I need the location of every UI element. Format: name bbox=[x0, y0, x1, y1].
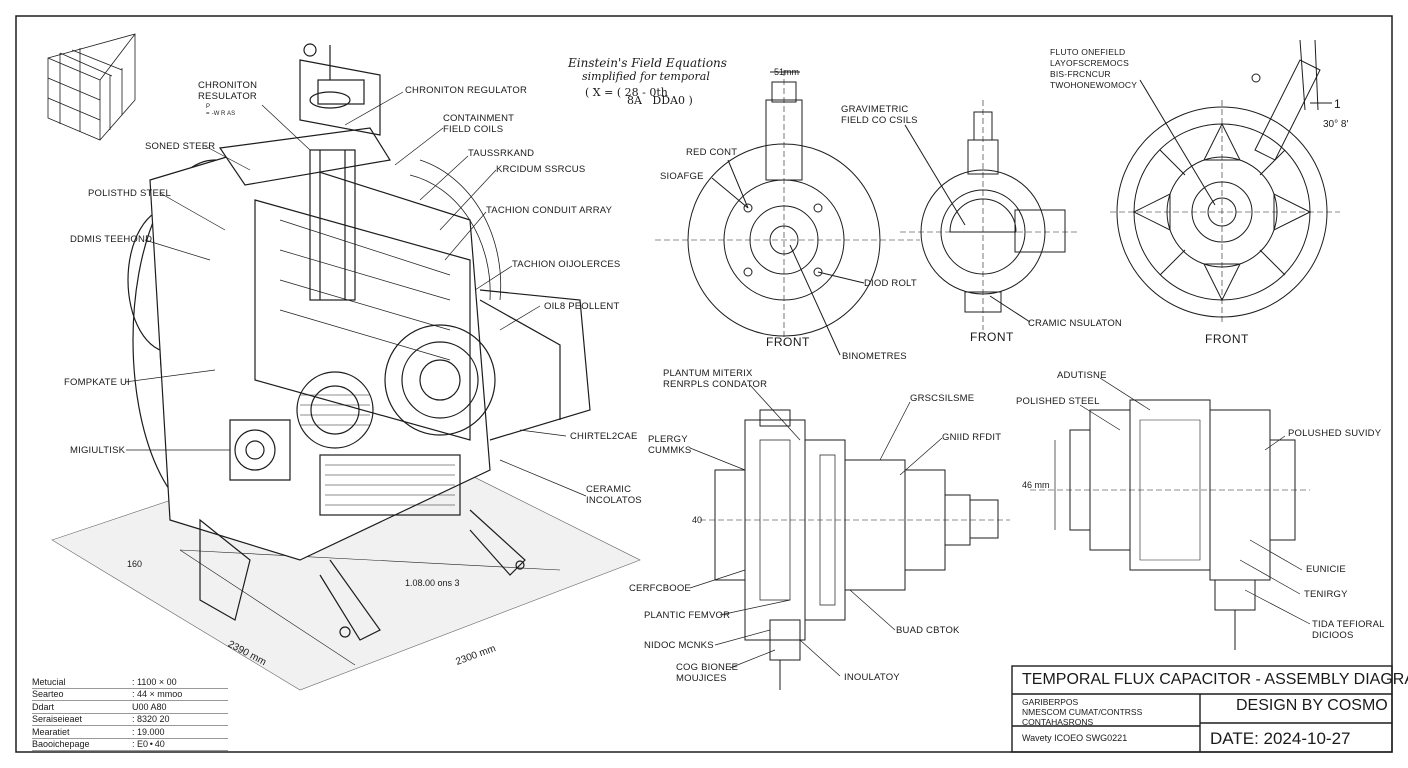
label-polished-suvidy: POLUSHED SUVIDY bbox=[1288, 428, 1382, 439]
label-siorage: SIOAFGE bbox=[660, 171, 704, 182]
spec-key: Mearatiet bbox=[32, 726, 70, 737]
label-polished-steel: POLISTHD STEEL bbox=[88, 188, 172, 199]
label-chroniton-regulator: CHRONITON REGULATOR bbox=[405, 85, 528, 96]
label-red-cont: RED CONT bbox=[686, 147, 738, 158]
spec-row: Seraiseieaet : 8320 20 bbox=[32, 714, 228, 726]
spec-row: Ddart U00 A80 bbox=[32, 701, 228, 714]
label-chroniton-resulator: CHRONITON RESULATOR bbox=[198, 80, 258, 102]
label-diod-bolt: DIOD ROLT bbox=[864, 278, 917, 289]
label-eunicie: EUNICIE bbox=[1306, 564, 1346, 575]
label-tenirgy: TENIRGY bbox=[1304, 589, 1348, 600]
spec-value: : 1100 × 00 bbox=[132, 676, 177, 687]
spec-value: U00 A80 bbox=[132, 701, 167, 712]
title-block-date: DATE: 2024-10-27 bbox=[1210, 729, 1351, 748]
label-gnid-radit: GNIID RFDIT bbox=[942, 432, 1002, 443]
label-ceramic-insulation: CRAMIC NSULATON bbox=[1028, 318, 1122, 329]
label-rear-polished-steel: POLISHED STEEL bbox=[1016, 396, 1100, 407]
spec-key: Seraiseieaet bbox=[32, 714, 83, 725]
label-tachion-conduit-array: TACHION CONDUIT ARRAY bbox=[486, 205, 613, 216]
label-chroniton-formula: P = -W R As bbox=[206, 104, 236, 117]
dim-40: 40 bbox=[692, 515, 703, 525]
spec-row: Mearatiet : 19.000 bbox=[32, 726, 228, 739]
label-tidal-teporal: TIDA TEFIORAL DICIOOS bbox=[1312, 619, 1385, 641]
label-dimensional-bond: DDMIS TEEHOND bbox=[70, 234, 153, 245]
label-taussrkand: TAUSSRKAND bbox=[468, 148, 535, 159]
spec-value: : E0 • 40 bbox=[132, 739, 165, 750]
label-front-view-1: FRONT bbox=[766, 335, 810, 349]
main-leaders bbox=[124, 91, 587, 497]
spec-key: Metucial bbox=[32, 676, 66, 687]
dim-51mm: 51mm bbox=[774, 67, 800, 77]
main-cutaway bbox=[127, 43, 591, 641]
label-adutisne: ADUTISNE bbox=[1057, 370, 1107, 381]
label-front-view-3: FRONT bbox=[1205, 332, 1249, 346]
iso-sketch bbox=[47, 33, 136, 141]
title-block-title: TEMPORAL FLUX CAPACITOR - ASSEMBLY DIAGR… bbox=[1022, 671, 1408, 688]
label-krcidum-ssrcus: KRCIDUM SSRCUS bbox=[496, 164, 586, 175]
front-view-2 bbox=[900, 100, 1080, 330]
spec-value: : 8320 20 bbox=[132, 714, 170, 725]
label-containment-field-coils: CONTAINMENT FIELD COILS bbox=[443, 113, 515, 135]
spec-row: Baooichepage : E0 • 40 bbox=[32, 739, 228, 751]
equation-formula: ( X = ( 28 - 0th 8A DDA0 ) bbox=[585, 86, 693, 107]
sheet-border bbox=[15, 15, 1393, 753]
title-block-code: Wavety ICOEO SWG0221 bbox=[1022, 733, 1128, 743]
label-tachion-oscillators: TACHION OIJOLERCES bbox=[512, 259, 621, 270]
label-binometries: BINOMETRES bbox=[842, 351, 907, 362]
label-ceramic-insulators: CERAMIC INCOLATOS bbox=[586, 484, 642, 506]
dim-inner: 1.08.00 ons 3 bbox=[405, 578, 460, 588]
label-plantic-femvor: PLANTIC FEMVOR bbox=[644, 610, 731, 621]
label-flux-port: FOMPKATE UI bbox=[64, 377, 130, 388]
dim-46mm: 46 mm bbox=[1022, 480, 1050, 490]
front-view-1 bbox=[655, 70, 920, 356]
title-block-notes: GARIBERPOS NMESCOM CUMAT/CONTRSS CONTAHA… bbox=[1022, 697, 1143, 727]
label-soned-steer: SONED STEER bbox=[145, 141, 216, 152]
spec-key: Searteo bbox=[32, 689, 64, 700]
label-gravimetric: GRAVIMETRIC FIELD CO CSILS bbox=[841, 104, 918, 126]
label-flux-field: FLUTO ONEFIELD LAYOFSCREMOCS BIS-FRCNCUR… bbox=[1050, 47, 1138, 90]
label-buad-cbtok: BUAD CBTOK bbox=[896, 625, 960, 636]
dim-angle: 30° 8' bbox=[1323, 119, 1349, 130]
spec-table: Metucial : 1100 × 00 Searteo : 44 × mmoo D… bbox=[32, 676, 228, 751]
dim-height-160: 160 bbox=[127, 559, 143, 569]
label-oil-coolant: OIL8 PEOLLENT bbox=[544, 301, 620, 312]
title-block-frame bbox=[1011, 665, 1393, 753]
dim-1: 1 bbox=[1334, 97, 1341, 111]
spec-value: : 19.000 bbox=[132, 726, 165, 737]
label-magnetic-lock: MIGIULTISK bbox=[70, 445, 126, 456]
label-grsilsme: GRSCSILSME bbox=[910, 393, 975, 404]
equation-subtitle: simplified for temporal bbox=[582, 70, 710, 83]
front-view-3 bbox=[1110, 39, 1340, 325]
label-chassis-cage: CHIRTEL2CAE bbox=[570, 431, 638, 442]
equation-title: Einstein's Field Equations bbox=[568, 56, 727, 70]
side-view bbox=[689, 384, 1010, 690]
label-inoulatoy: INOULATOY bbox=[844, 672, 900, 683]
rear-view bbox=[1030, 377, 1311, 650]
spec-key: Ddart bbox=[32, 701, 55, 712]
label-nidoc-mcnks: NIDOC MCNKS bbox=[644, 640, 714, 651]
spec-row: Metucial : 1100 × 00 bbox=[32, 676, 228, 689]
label-front-view-2: FRONT bbox=[970, 330, 1014, 344]
spec-key: Baooichepage bbox=[32, 739, 90, 750]
spec-row: Searteo : 44 × mmoo bbox=[32, 689, 228, 701]
label-cerfcbooe: CERFCBOOE bbox=[629, 583, 691, 594]
label-cog-bionee: COG BIONEE MOUJICES bbox=[676, 662, 739, 684]
label-plergy-cummks: PLERGY CUMMKS bbox=[648, 434, 692, 456]
title-block-design: DESIGN BY COSMO bbox=[1236, 697, 1388, 714]
label-plantum-matrix: PLANTUM MITERIX RENRPLS CONDATOR bbox=[663, 368, 768, 390]
spec-value: : 44 × mmoo bbox=[132, 689, 183, 700]
